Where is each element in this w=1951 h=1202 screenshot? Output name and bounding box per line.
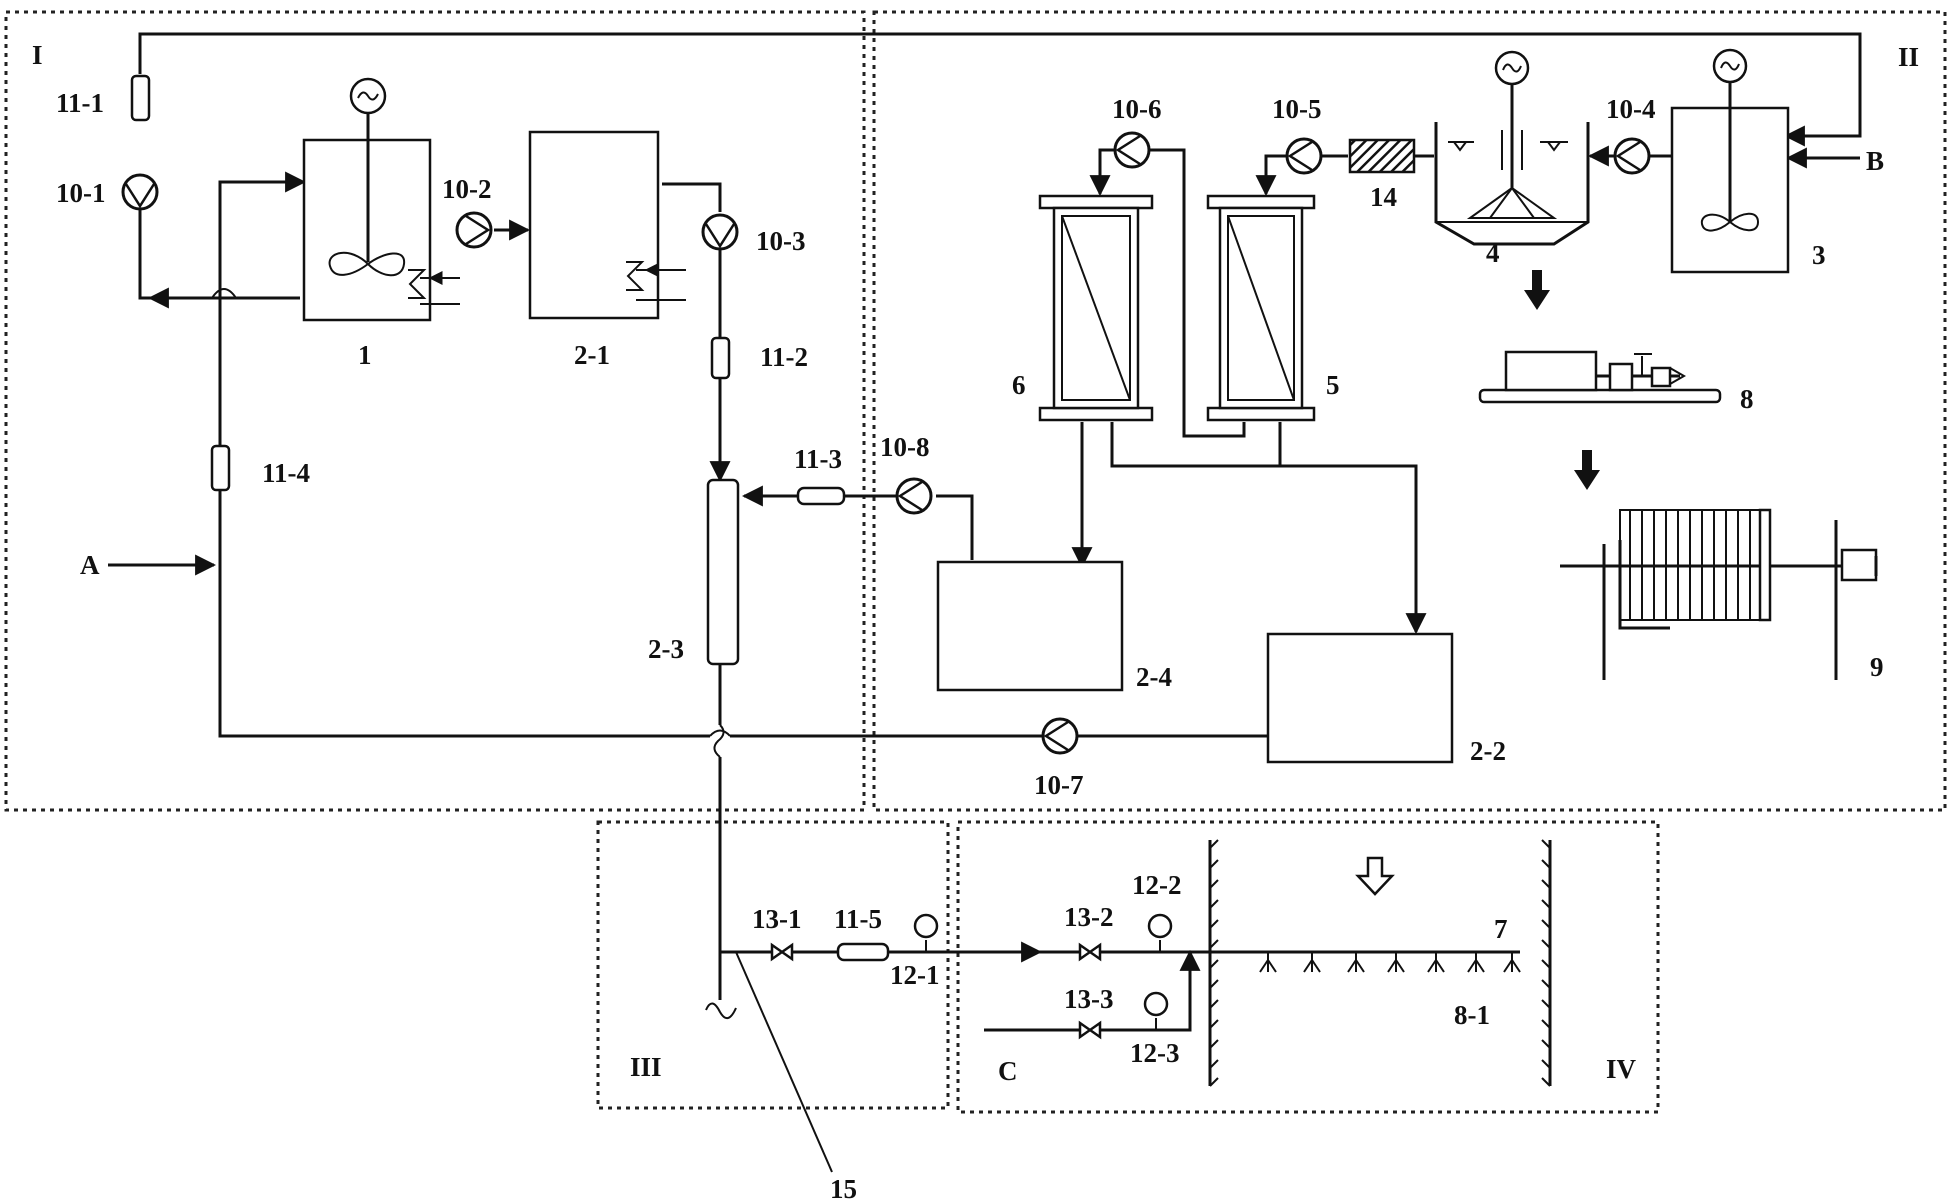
region-IV-label: IV xyxy=(1606,1054,1637,1084)
hollow-down-arrow-icon xyxy=(1355,856,1395,896)
agitator-icon xyxy=(1700,212,1760,232)
label-10-8: 10-8 xyxy=(880,432,930,462)
region-I-boundary xyxy=(4,10,866,812)
label-2-2: 2-2 xyxy=(1470,736,1506,766)
reactor-1 xyxy=(302,77,460,322)
pump-10-7-icon xyxy=(1041,717,1079,755)
filter-column-6 xyxy=(1038,194,1154,422)
flowmeter-11-4 xyxy=(210,444,231,492)
flowmeters xyxy=(130,74,890,962)
label-10-7: 10-7 xyxy=(1034,770,1084,800)
label-8-1: 8-1 xyxy=(1454,1000,1490,1030)
pump-10-4-icon xyxy=(1613,137,1651,175)
column-2-3 xyxy=(706,478,740,666)
pump-10-5-icon xyxy=(1285,137,1323,175)
mixing-tank-3 xyxy=(1670,48,1790,274)
label-10-4: 10-4 xyxy=(1606,94,1656,124)
label-11-5: 11-5 xyxy=(834,904,882,934)
region-II-label: II xyxy=(1898,42,1919,72)
tank-2-4 xyxy=(936,560,1124,692)
region-II-boundary xyxy=(872,10,1947,812)
agitator-icon xyxy=(328,251,406,277)
flowmeter-11-2 xyxy=(710,336,731,380)
label-C: C xyxy=(998,1056,1018,1086)
pump-10-3-icon xyxy=(701,213,739,251)
gauges xyxy=(913,913,1173,1030)
flowmeter-11-3 xyxy=(796,486,846,506)
tank-2-1 xyxy=(528,130,686,320)
label-3: 3 xyxy=(1812,240,1826,270)
pump-10-2-icon xyxy=(455,211,493,249)
label-12-2: 12-2 xyxy=(1132,870,1182,900)
label-13-3: 13-3 xyxy=(1064,984,1114,1014)
pump-10-8-icon xyxy=(895,477,933,515)
label-10-6: 10-6 xyxy=(1112,94,1162,124)
spray-nozzle-icon xyxy=(1503,952,1521,973)
label-4: 4 xyxy=(1486,238,1500,268)
spray-nozzle-icon xyxy=(1467,952,1485,973)
label-B: B xyxy=(1866,146,1884,176)
label-12-3: 12-3 xyxy=(1130,1038,1180,1068)
label-2-1: 2-1 xyxy=(574,340,610,370)
label-6: 6 xyxy=(1012,370,1026,400)
region-III-boundary xyxy=(596,820,950,1110)
down-arrow-icon xyxy=(1574,450,1600,490)
flowmeter-11-5 xyxy=(836,942,890,962)
press-8 xyxy=(1478,350,1722,404)
filter-press-9 xyxy=(1560,508,1878,680)
label-A: A xyxy=(80,550,100,580)
label-10-3: 10-3 xyxy=(756,226,806,256)
label-11-4: 11-4 xyxy=(262,458,310,488)
label-7: 7 xyxy=(1494,914,1508,944)
label-11-1: 11-1 xyxy=(56,88,104,118)
label-2-4: 2-4 xyxy=(1136,662,1172,692)
valve-13-2-icon xyxy=(1078,942,1102,962)
settler-4 xyxy=(1434,50,1590,246)
valve-13-1-icon xyxy=(770,942,794,962)
piping xyxy=(108,32,1862,1173)
label-9: 9 xyxy=(1870,652,1884,682)
pump-10-1-icon xyxy=(121,173,159,211)
label-10-1: 10-1 xyxy=(56,178,106,208)
spray-chamber xyxy=(1208,839,1552,1087)
label-10-2: 10-2 xyxy=(442,174,492,204)
valve-13-3-icon xyxy=(1078,1020,1102,1040)
filter-column-5 xyxy=(1206,194,1316,422)
gauge-12-3-icon xyxy=(1143,991,1169,1030)
label-1: 1 xyxy=(358,340,372,370)
label-10-5: 10-5 xyxy=(1272,94,1322,124)
spray-nozzle-icon xyxy=(1303,952,1321,973)
piping-region-II xyxy=(1071,145,1860,635)
gauge-12-1-icon xyxy=(913,913,939,952)
tank-2-2 xyxy=(1266,632,1454,764)
label-13-1: 13-1 xyxy=(752,904,802,934)
label-15: 15 xyxy=(830,1174,857,1202)
flowmeter-11-1 xyxy=(130,74,151,122)
pump-10-6-icon xyxy=(1113,131,1151,169)
label-13-2: 13-2 xyxy=(1064,902,1114,932)
label-2-3: 2-3 xyxy=(648,634,684,664)
label-12-1: 12-1 xyxy=(890,960,940,990)
labels: 11-1 10-1 10-2 10-3 1 2-1 11-2 11-4 A 11… xyxy=(56,88,1884,1202)
region-boundaries xyxy=(4,10,1947,1114)
label-11-3: 11-3 xyxy=(794,444,842,474)
unit-14 xyxy=(1348,138,1416,174)
label-5: 5 xyxy=(1326,370,1340,400)
spray-nozzle-icon xyxy=(1427,952,1445,973)
label-8: 8 xyxy=(1740,384,1754,414)
spray-nozzle-icon xyxy=(1387,952,1405,973)
label-11-2: 11-2 xyxy=(760,342,808,372)
region-I-label: I xyxy=(32,40,43,70)
spray-nozzle-icon xyxy=(1259,952,1277,973)
down-arrow-icon xyxy=(1524,270,1550,310)
valves xyxy=(770,942,1102,1040)
spray-nozzle-icon xyxy=(1347,952,1365,973)
region-III-label: III xyxy=(630,1052,662,1082)
label-14: 14 xyxy=(1370,182,1397,212)
gauge-12-2-icon xyxy=(1147,913,1173,952)
